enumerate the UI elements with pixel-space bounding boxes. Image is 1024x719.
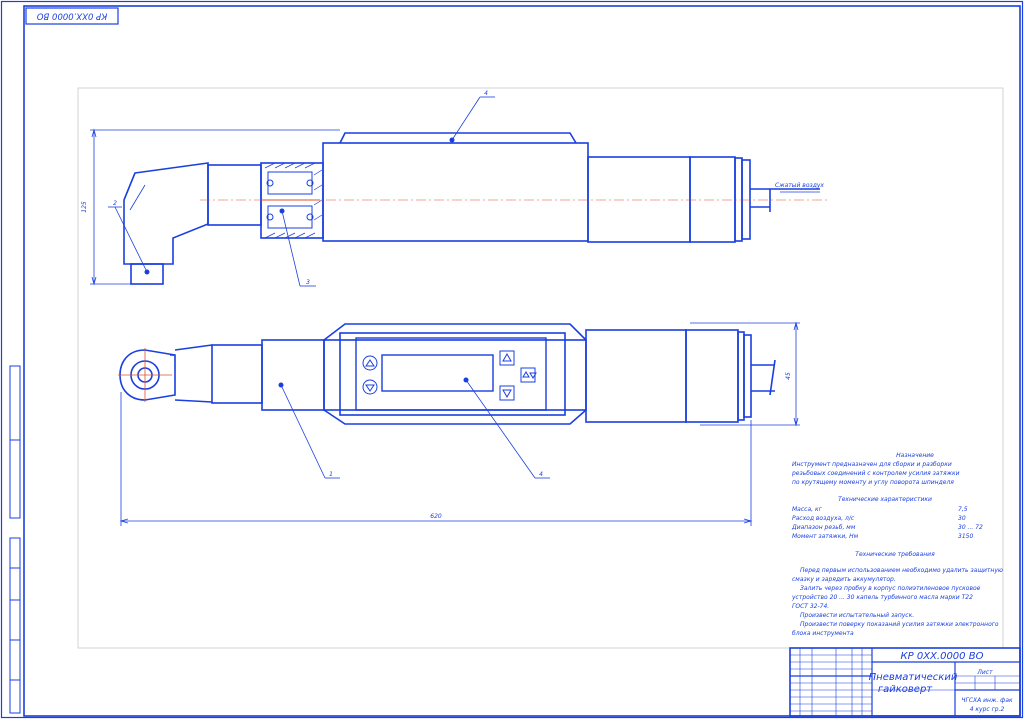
specs-heading: Технические характеристики [838, 496, 932, 503]
top-view [119, 323, 776, 425]
left-margin-strip [9, 365, 21, 714]
req-line-8: блока инструмента [792, 630, 854, 637]
req-line-4: устройство 20 ... 30 капель турбинного м… [791, 594, 973, 601]
spec-value-1: 7,5 [958, 506, 968, 513]
arrow-up-button-icon [499, 350, 515, 366]
drawing-title-2: гайковерт [878, 684, 933, 695]
org-group: ЧГСХА инж. фак [961, 697, 1013, 704]
dim-height-top-label: 45 [785, 372, 792, 380]
main-body [322, 142, 589, 242]
req-line-7: Произвести поверку показаний усилия затя… [800, 621, 999, 628]
leader-4-top [451, 96, 495, 141]
neck [207, 164, 262, 226]
spec-label-3: Диапазон резьб, мм [791, 524, 856, 531]
purpose-line-2: резьбовых соединений с контролем усилия … [791, 470, 960, 477]
notes-block: Назначение Инструмент предназначен для с… [791, 452, 1003, 637]
dim-height-side [90, 128, 340, 286]
spec-label-2: Расход воздуха, л/с [792, 515, 855, 522]
air-inlet-label: Сжатый воздух [775, 182, 824, 189]
button-left-down-icon [362, 379, 378, 395]
top-main-body [323, 339, 587, 411]
display-screen [355, 337, 547, 411]
req-line-3: Залить через пробку в корпус полиэтилено… [800, 585, 981, 592]
callout-4-top: 4 [484, 90, 488, 97]
control-panel [339, 332, 566, 416]
dim-height-top [690, 321, 800, 427]
drawing-title-1: Пневматический [869, 672, 958, 683]
purpose-heading: Назначение [896, 452, 934, 459]
corner-code: КР 0XX.0000 ВО [36, 11, 107, 21]
dim-length-label: 620 [430, 513, 442, 520]
spec-label-4: Момент затяжки, Нм [792, 533, 859, 540]
spec-value-2: 30 [958, 515, 966, 522]
arrow-down-button-icon [499, 385, 515, 401]
org-group-2: 4 курс гр.2 [970, 706, 1005, 713]
callout-1: 1 [329, 471, 333, 478]
gearbox-hatch [264, 162, 323, 239]
rear-housing [689, 156, 736, 243]
req-line-6: Произвести испытательный запуск. [800, 612, 914, 619]
leader-3 [281, 210, 316, 287]
arrows-pair-button-icon [520, 367, 537, 383]
spec-label-1: Масса, кг [792, 506, 823, 513]
spec-value-4: 3150 [958, 533, 973, 540]
req-line-1: Перед первым использованием необходимо у… [800, 567, 1003, 574]
callout-4-bottom: 4 [539, 471, 543, 478]
side-view [123, 132, 830, 285]
sheet-info: Лист [976, 669, 993, 676]
square-drive [130, 263, 164, 285]
doc-code: КР 0XX.0000 ВО [901, 651, 984, 662]
leader-2 [108, 206, 148, 273]
callout-2: 2 [113, 200, 117, 207]
eye-center-marks [118, 348, 172, 402]
req-line-2: смазку и зарядить аккумулятор. [792, 576, 896, 583]
title-block [789, 647, 1021, 717]
callout-3: 3 [306, 279, 310, 286]
dim-length [119, 392, 753, 526]
display-window [381, 354, 494, 392]
leader-1 [280, 384, 340, 479]
angle-head [123, 162, 209, 265]
purpose-line-3: по крутящему моменту и углу поворота шпи… [792, 479, 954, 486]
req-heading: Технические требования [855, 551, 935, 558]
leader-4-bottom [465, 379, 550, 479]
corner-code-box: КР 0XX.0000 ВО [25, 7, 119, 25]
req-line-5: ГОСТ 32-74. [792, 603, 829, 610]
dim-height-side-label: 125 [81, 201, 88, 213]
purpose-line-1: Инструмент предназначен для сборки и раз… [792, 461, 952, 468]
motor-housing [587, 156, 691, 243]
button-left-up-icon [362, 355, 378, 371]
spec-value-3: 30 ... 72 [958, 524, 983, 531]
